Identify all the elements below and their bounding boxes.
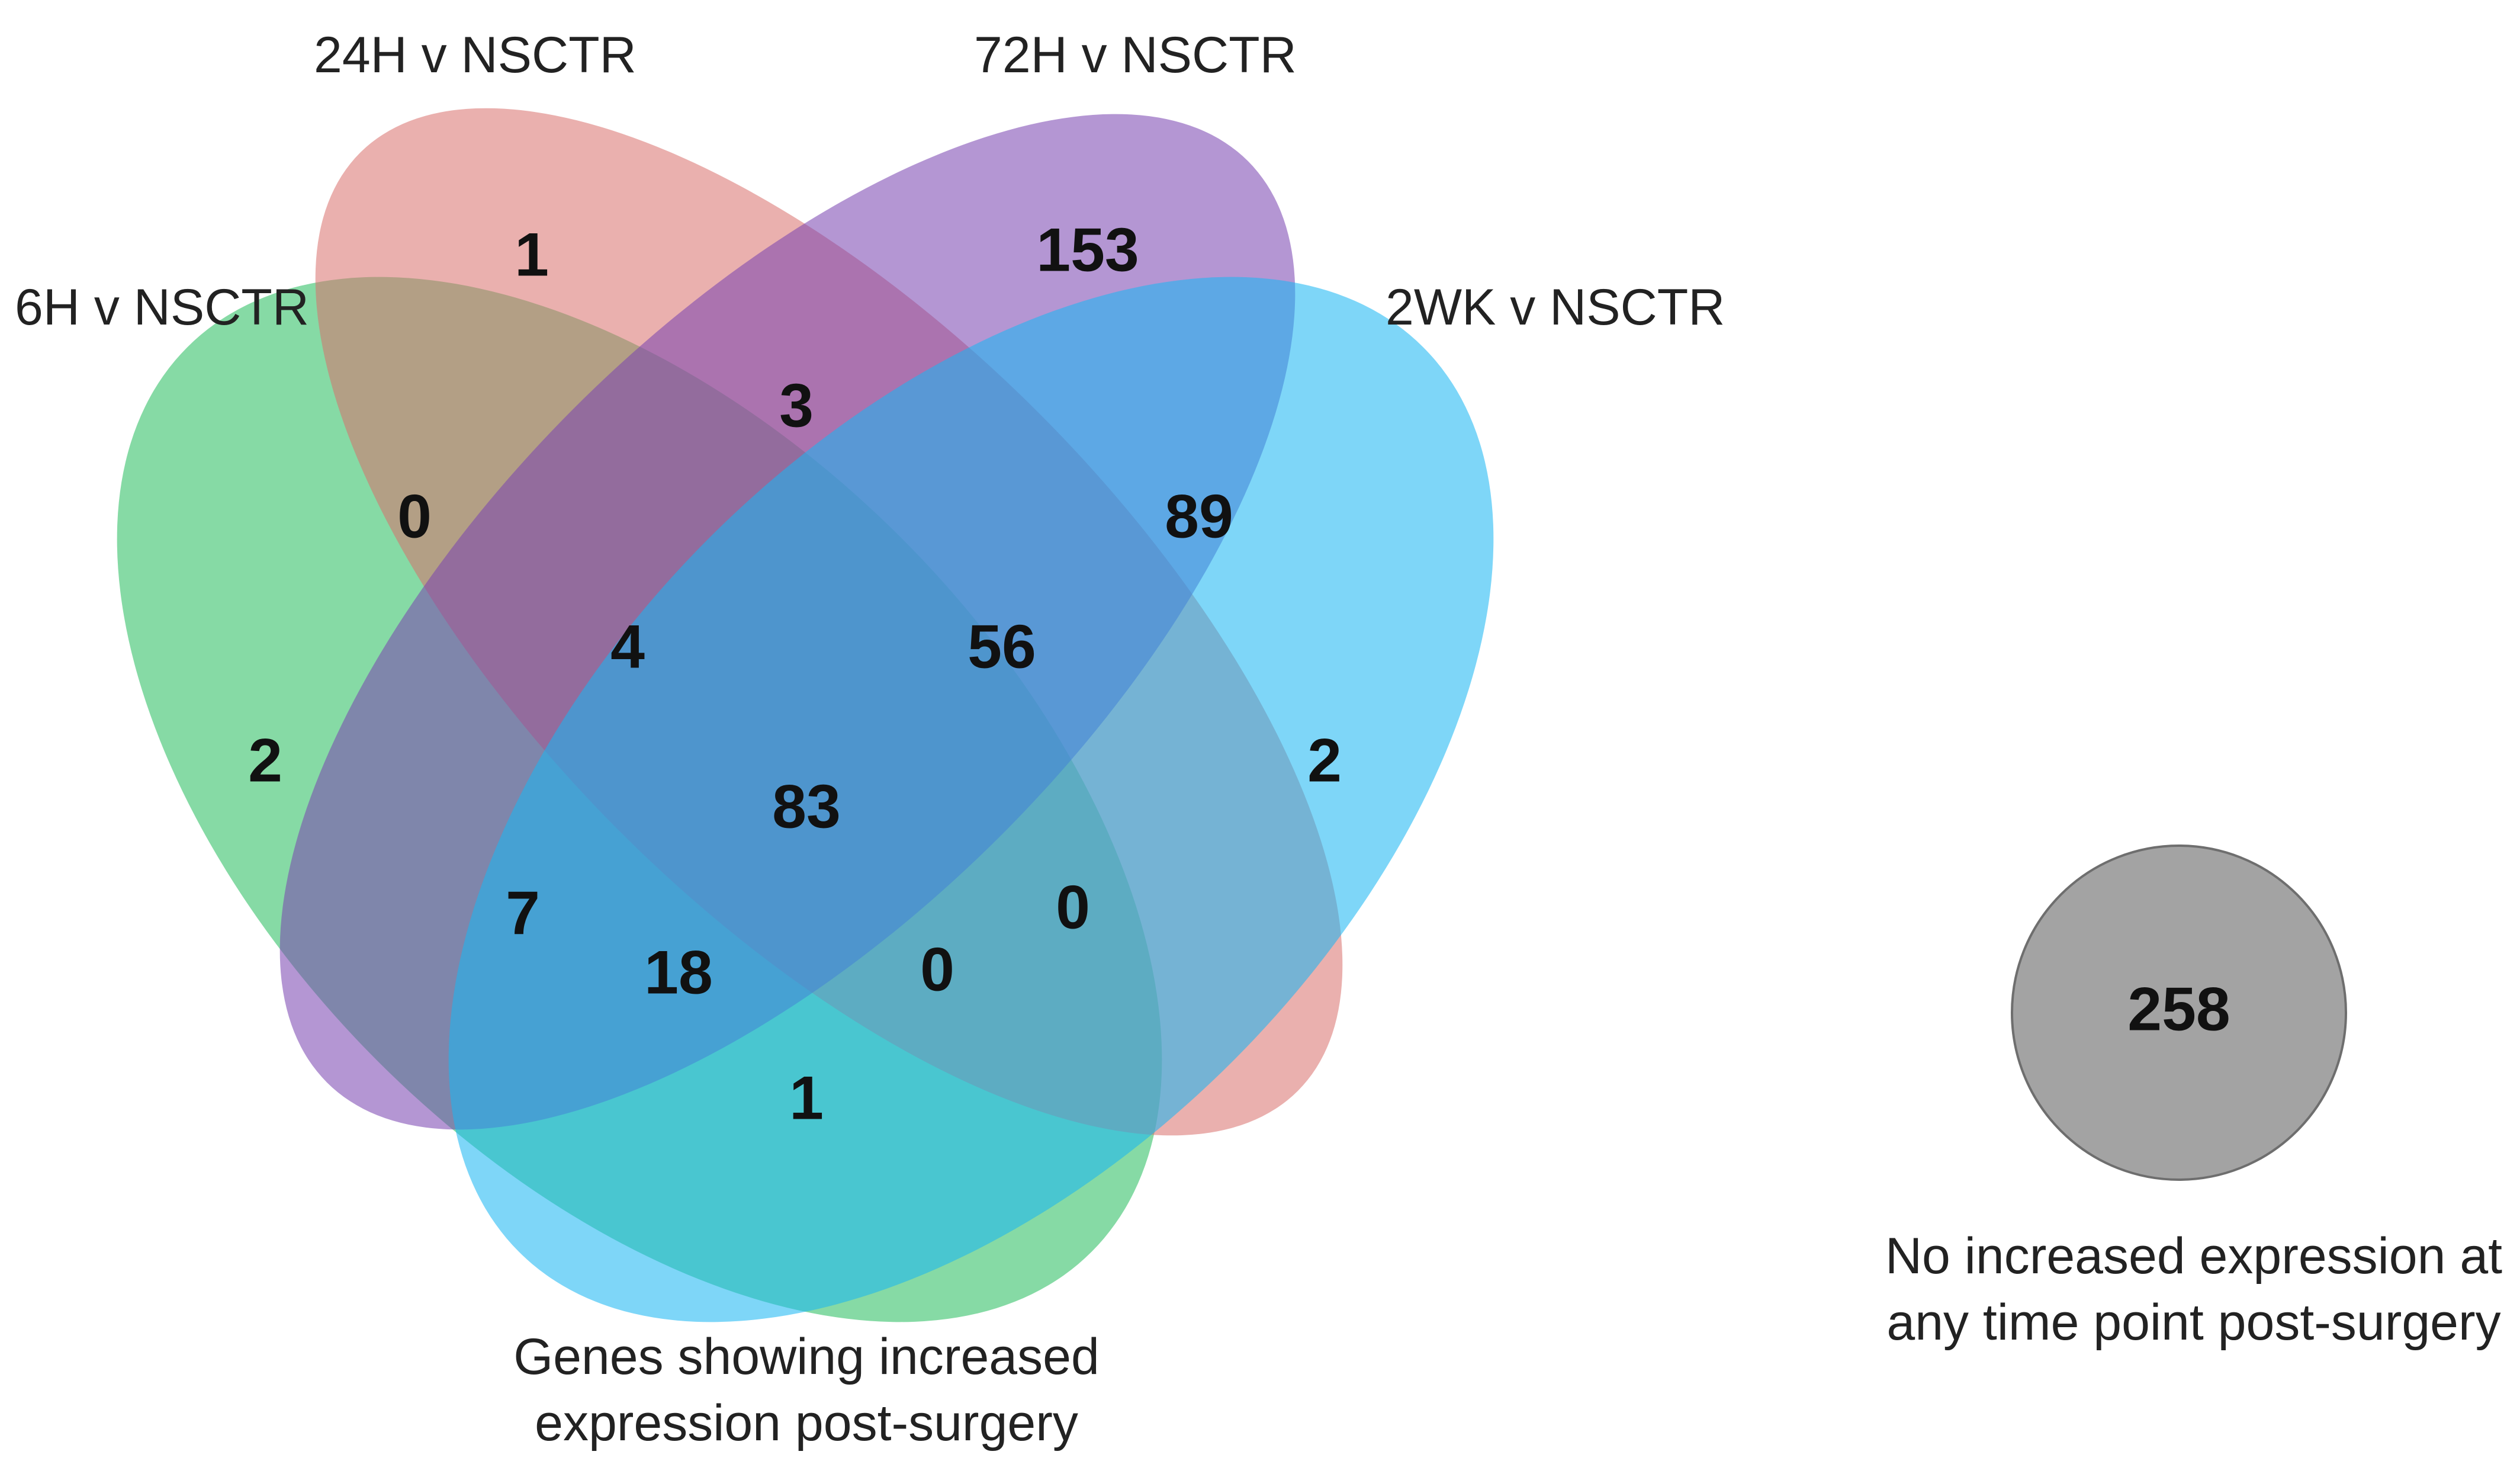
set-label-24h: 24H v NSCTR — [314, 27, 637, 84]
count-only-24h: 1 — [515, 220, 549, 289]
count-no-expression: 258 — [2127, 975, 2230, 1043]
no-expression-caption-line1: No increased expression at — [1885, 1228, 2502, 1285]
venn-caption-line2: expression post-surgery — [535, 1395, 1078, 1452]
count-only-2wk: 2 — [1307, 726, 1342, 795]
count-24h-2wk: 0 — [1056, 873, 1090, 942]
set-label-6h: 6H v NSCTR — [15, 279, 309, 336]
count-only-6h: 2 — [248, 726, 282, 795]
count-6h-72h-2wk: 18 — [644, 938, 713, 1007]
count-6h-2wk: 1 — [789, 1064, 824, 1132]
no-expression-caption-line2: any time point post-surgery — [1886, 1294, 2500, 1351]
count-24h-72h: 3 — [779, 371, 814, 440]
count-6h-24h-2wk: 0 — [920, 935, 954, 1004]
count-6h-72h: 7 — [506, 879, 540, 948]
count-6h-24h: 0 — [397, 482, 432, 551]
count-6h-24h-72h: 4 — [610, 612, 645, 681]
count-only-72h: 153 — [1036, 216, 1139, 284]
count-72h-2wk: 89 — [1165, 482, 1233, 551]
venn-caption-line1: Genes showing increased — [513, 1328, 1100, 1385]
count-24h-72h-2wk: 56 — [967, 612, 1036, 681]
count-all-four: 83 — [772, 772, 841, 841]
no-expression-circle — [2011, 845, 2347, 1181]
set-label-72h: 72H v NSCTR — [974, 27, 1297, 84]
set-label-2wk: 2WK v NSCTR — [1386, 279, 1725, 336]
set-2wk-ellipse — [448, 277, 1494, 1322]
